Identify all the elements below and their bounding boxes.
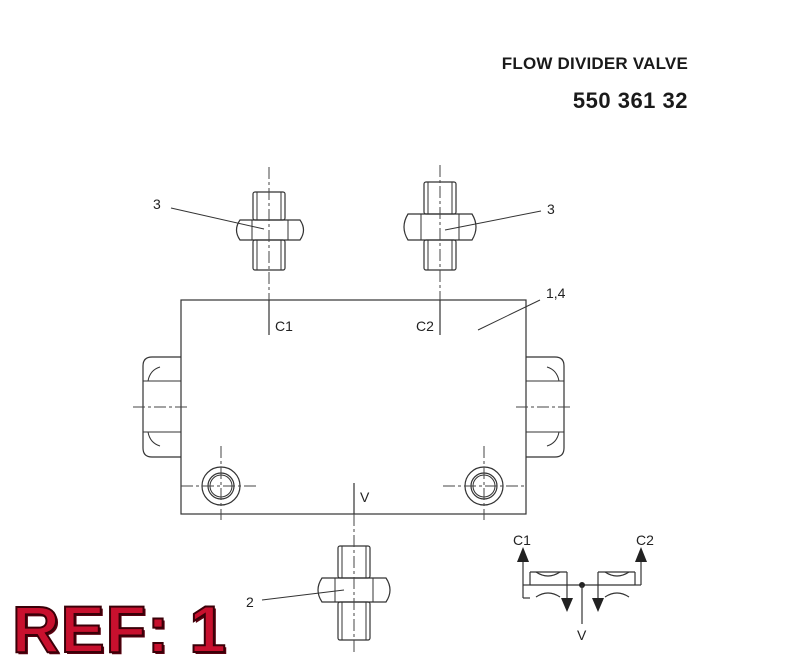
left-hex-plug [133, 356, 190, 458]
arrow-down-left-icon [561, 598, 573, 612]
arrow-up-c1-icon [517, 547, 529, 562]
fitting-v [317, 514, 391, 655]
port-label-c1: C1 [275, 318, 293, 334]
hydraulic-schematic [517, 547, 647, 624]
callout-2: 2 [246, 594, 254, 610]
part-number: 550 361 32 [572, 88, 688, 113]
schematic-label-c1: C1 [513, 532, 531, 548]
mounting-hole-right [443, 446, 526, 520]
fitting-c2 [403, 165, 477, 300]
callout-3-right: 3 [547, 201, 555, 217]
fitting-c1 [235, 167, 305, 300]
leader-3-right [444, 210, 542, 231]
callout-1-4: 1,4 [546, 285, 566, 301]
right-hex-plug [516, 356, 572, 458]
arrow-down-right-icon [592, 598, 604, 612]
port-label-c2: C2 [416, 318, 434, 334]
schematic-label-c2: C2 [636, 532, 654, 548]
arrow-up-c2-icon [635, 547, 647, 562]
port-label-v: V [360, 489, 370, 505]
leader-1-4 [477, 299, 541, 331]
drawing-title: FLOW DIVIDER VALVE [501, 54, 688, 73]
mounting-hole-left [181, 446, 256, 520]
callout-3-left: 3 [153, 196, 161, 212]
leader-2 [261, 589, 345, 601]
leader-3-left [170, 207, 265, 230]
reference-label: REF: 1 [11, 592, 228, 666]
schematic-label-v: V [577, 627, 587, 643]
